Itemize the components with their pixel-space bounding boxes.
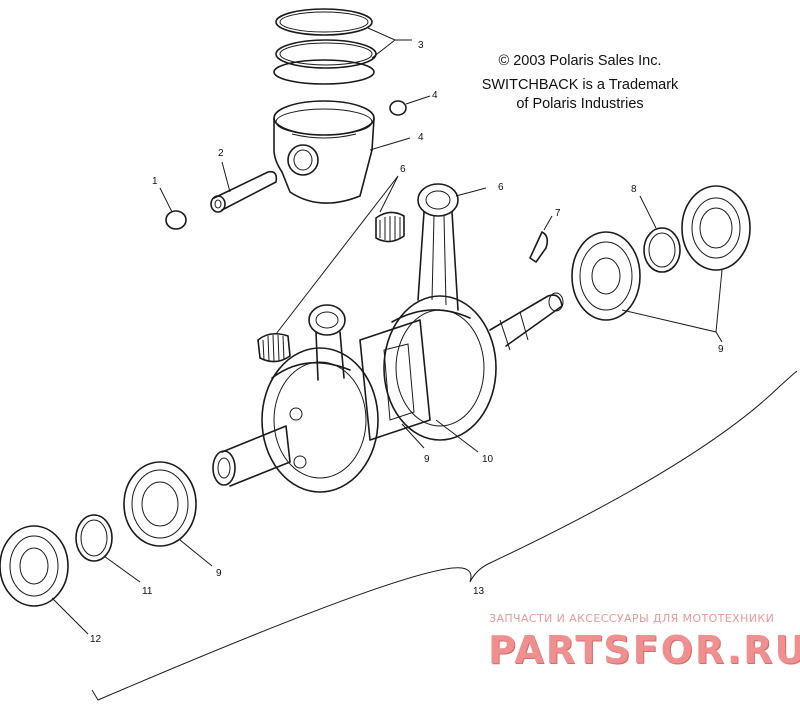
copyright-line-2: SWITCHBACK is a Trademark [481,77,679,93]
copyright-line-1: © 2003 Polaris Sales Inc. [498,53,662,69]
assembly-brace [91,370,798,701]
callout-6-bearing: 6 [400,164,406,175]
callout-11: 11 [142,586,153,597]
callout-9-right: 9 [718,344,724,355]
circlip-upper [389,95,431,116]
callout-4-clip: 4 [432,90,438,101]
callout-2: 2 [218,148,224,159]
callout-labels: 3 4 4 2 1 6 6 7 8 9 9 10 9 11 13 12 [90,40,724,645]
piston [273,100,411,204]
ring-left [75,514,141,583]
connecting-rod-rear [417,183,487,311]
woodruff-key [529,215,553,263]
callout-13: 13 [473,586,485,597]
watermark-tagline: ЗАПЧАСТИ И АКСЕССУАРЫ ДЛЯ МОТОТЕХНИКИ [489,612,775,625]
callout-7: 7 [555,208,561,219]
callout-1: 1 [152,176,158,187]
crankshaft [212,292,564,493]
callout-4: 4 [418,132,424,143]
copyright-line-3: of Polaris Industries [516,96,644,112]
left-seal [0,525,89,635]
watermark-logo: PARTSFOR.RU [488,628,800,672]
needle-bearings [257,175,405,363]
callout-10: 10 [482,454,494,465]
wrist-pin [210,161,278,213]
left-bearing [123,461,213,567]
circlip-left [159,187,187,230]
callout-3: 3 [418,40,424,51]
ring-right [639,195,681,273]
callout-8: 8 [631,184,637,195]
right-bearing-seal [571,185,751,343]
piston-rings [273,8,412,85]
callout-12: 12 [90,634,102,645]
callout-9-left: 9 [216,568,222,579]
callout-6-rod: 6 [498,182,504,193]
callout-9-center: 9 [424,454,430,465]
